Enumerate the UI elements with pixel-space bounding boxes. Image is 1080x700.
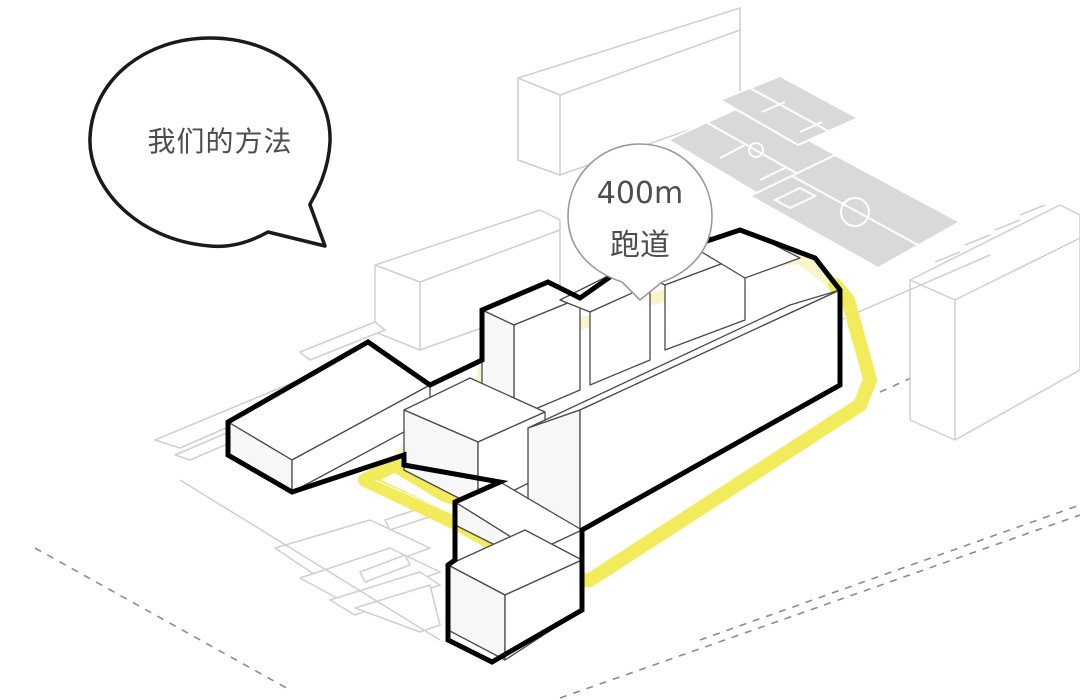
callout-method-text: 我们的方法 — [147, 125, 293, 158]
sports-courts — [665, 74, 963, 270]
callout-track-name: 跑道 — [610, 228, 670, 263]
proposed-buildings — [225, 227, 843, 665]
callout-bubble-track — [567, 143, 713, 301]
callout-bubble-method — [88, 36, 332, 249]
callout-track-distance: 400m — [596, 176, 684, 211]
